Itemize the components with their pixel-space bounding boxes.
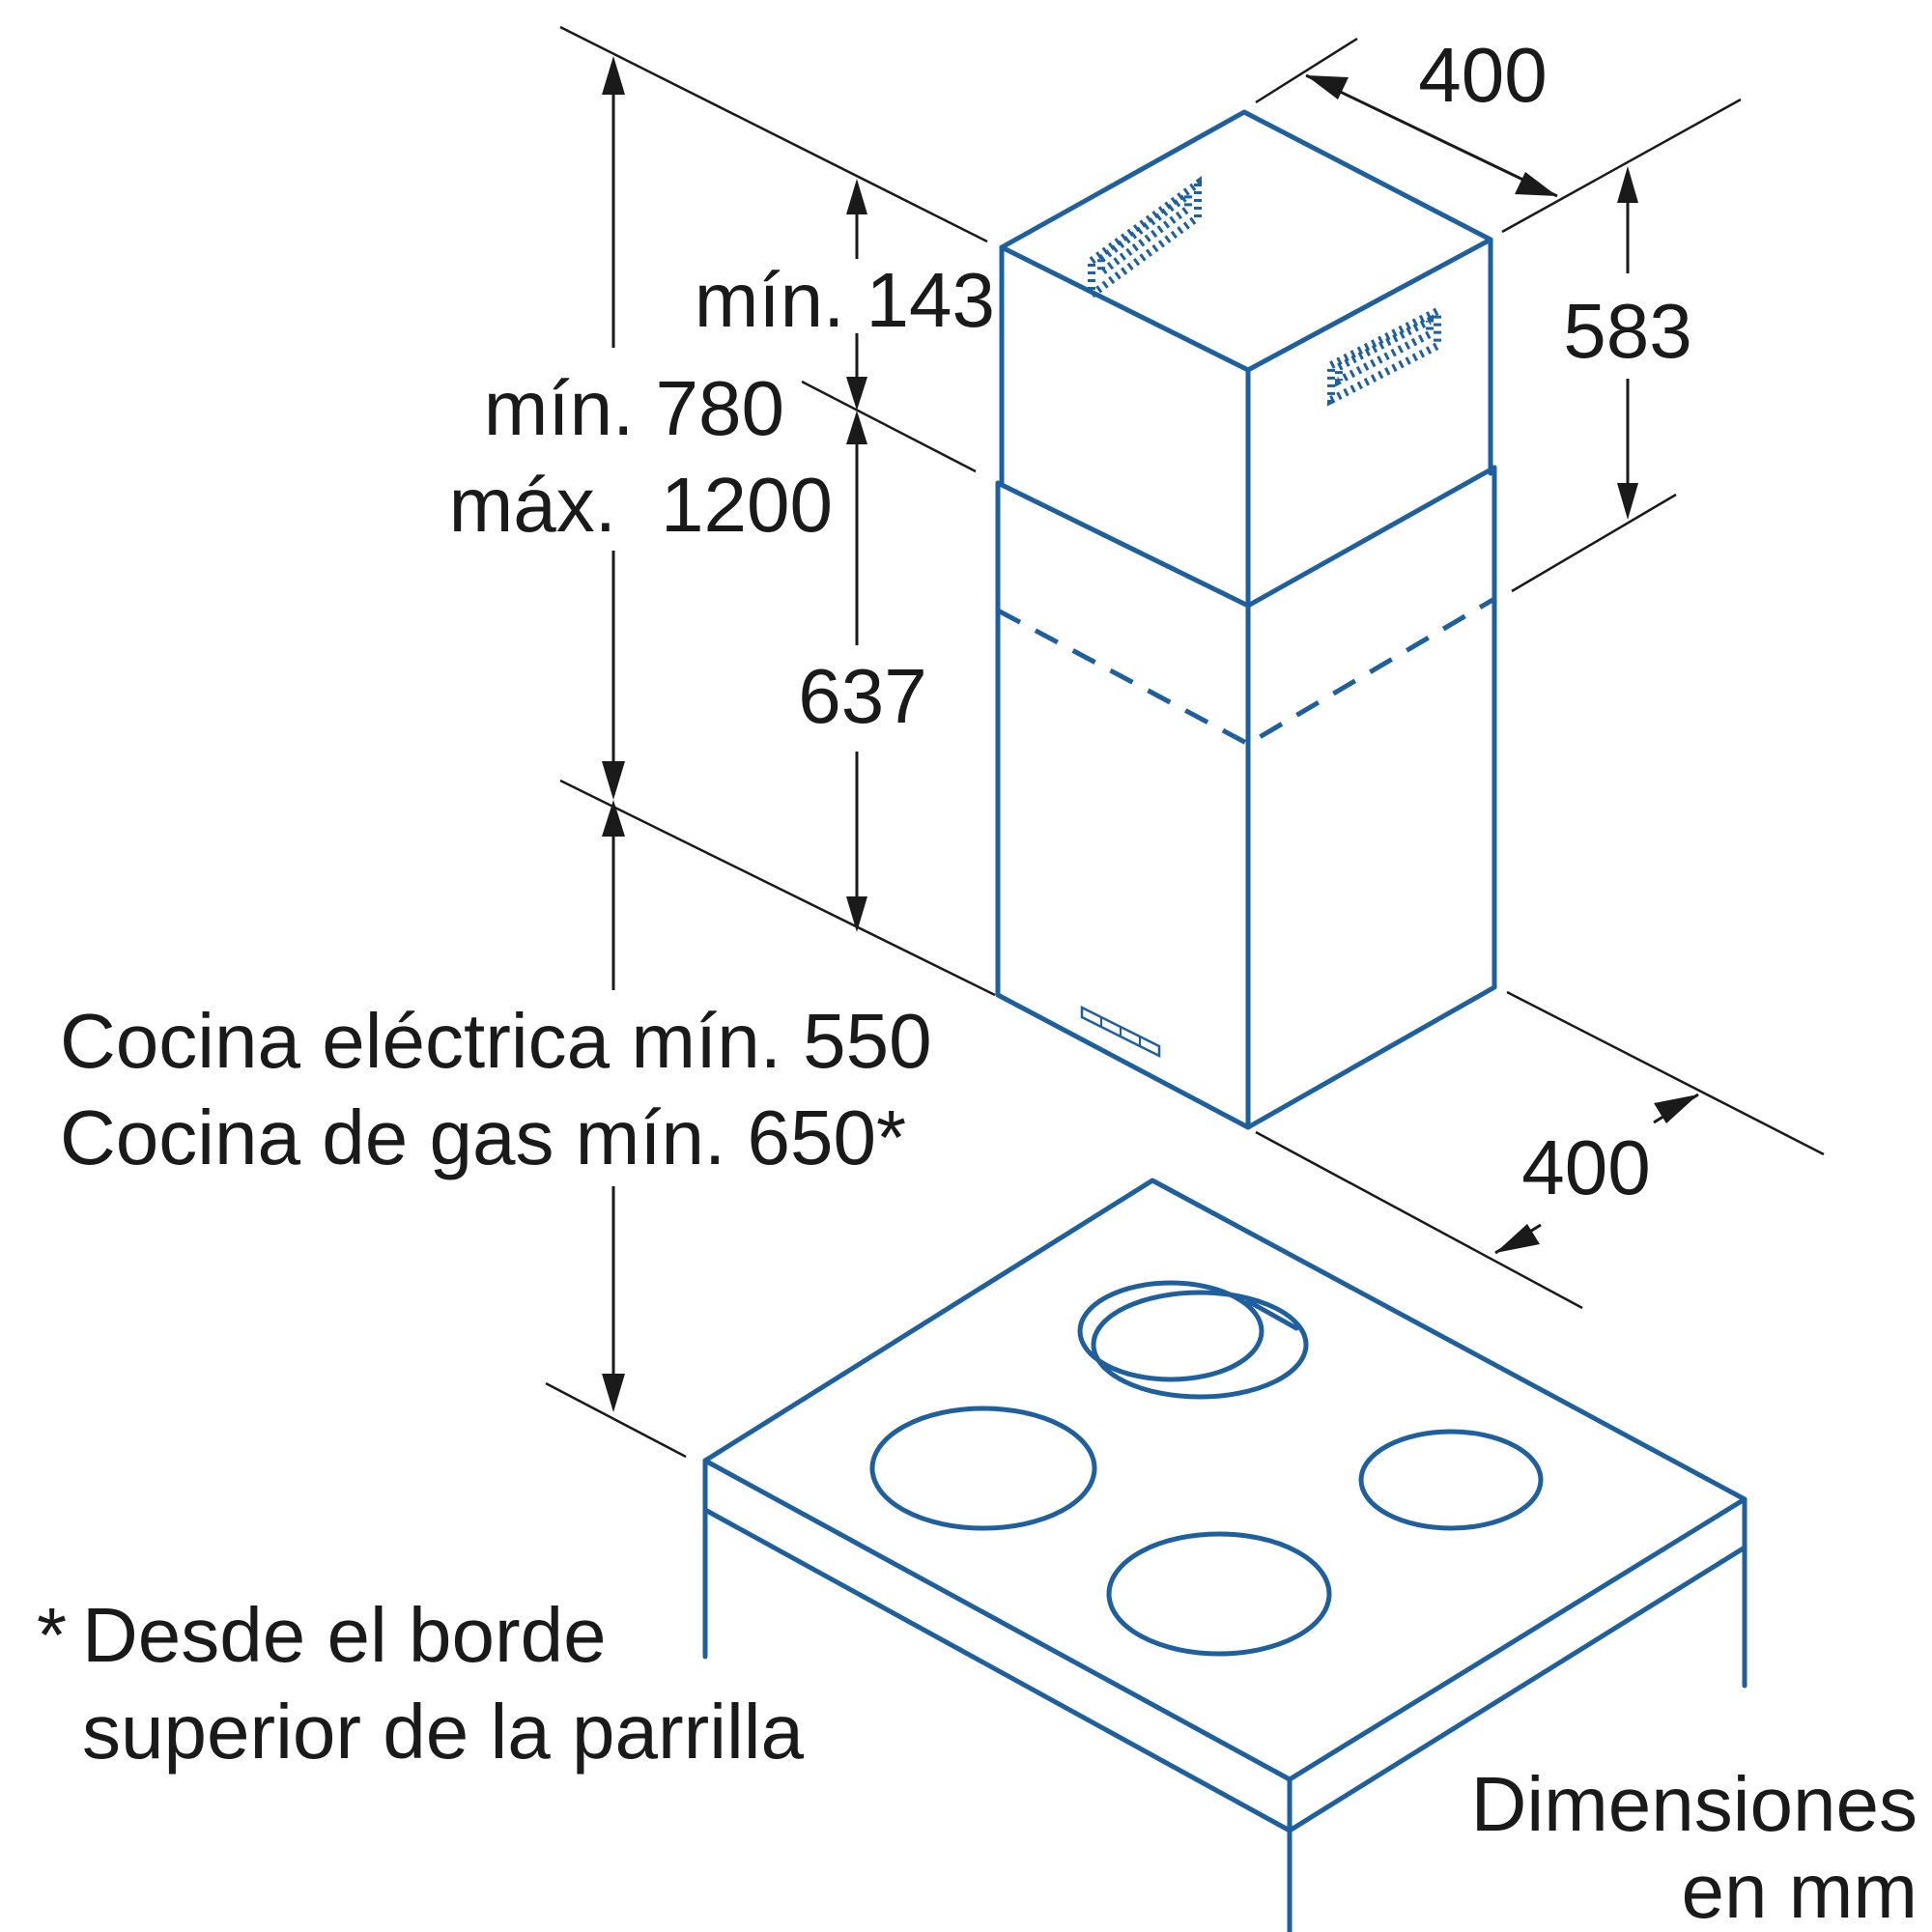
extension-lines [545, 25, 1825, 1459]
burner-left [869, 1406, 1097, 1531]
cooktop-drawing [702, 1178, 1747, 1932]
arrow-down-icon [602, 1374, 625, 1412]
arrow-down-left-icon [1495, 1224, 1540, 1253]
arrow-up-icon [602, 800, 625, 837]
footnote-line-1: Desde el borde [82, 1592, 607, 1678]
arrow-down-icon [846, 896, 867, 932]
arrow-up-icon [602, 56, 625, 95]
cooktop-surface [702, 1178, 1747, 1782]
arrow-up-icon [1617, 166, 1638, 203]
arrow-down-icon [1617, 483, 1638, 520]
top-width-label: 400 [1418, 32, 1547, 118]
chimney-hood-drawing [995, 109, 1497, 1130]
arrow-down-icon [602, 761, 625, 800]
upper-chimney [999, 109, 1493, 609]
units-line-1: Dimensiones [1471, 1761, 1918, 1847]
bottom-width-label: 400 [1521, 1124, 1650, 1210]
units-line-2: en mm [1682, 1848, 1918, 1932]
upper-chimney-height-label: 583 [1563, 288, 1691, 374]
arrow-up-icon [846, 179, 867, 214]
control-panel [1080, 1005, 1161, 1059]
chimney-min-label: mín. 780 [484, 365, 784, 451]
footnote-line-2: superior de la parrilla [82, 1689, 805, 1775]
labels: 400 583 mín. 143 mín. 780 máx. 1200 637 … [37, 32, 1918, 1932]
arrow-down-icon [846, 377, 867, 411]
burner-back [1077, 1280, 1309, 1400]
arrow-up-icon [846, 411, 867, 444]
clearance-gas-label: Cocina de gas mín. 650* [60, 1094, 906, 1180]
lower-chimney-height-label: 637 [798, 653, 926, 739]
dimension-lines [602, 56, 1699, 1412]
footnote-marker: * [37, 1592, 67, 1678]
arrow-right-icon [1515, 172, 1557, 196]
clearance-electric-label: Cocina eléctrica mín. 550 [60, 998, 932, 1084]
arrow-up-right-icon [1654, 1094, 1698, 1123]
burner-front [1106, 1531, 1332, 1657]
chimney-max-prefix: máx. [449, 462, 616, 548]
vent-grille-right [1327, 304, 1441, 407]
vent-grille-left [1088, 176, 1202, 302]
overlap-min-label: mín. 143 [695, 257, 995, 343]
lower-chimney [995, 465, 1497, 1130]
chimney-max-value: 1200 [661, 462, 833, 548]
arrow-left-icon [1306, 75, 1349, 99]
top-width-dimension [1305, 73, 1558, 198]
burner-right [1358, 1429, 1544, 1531]
